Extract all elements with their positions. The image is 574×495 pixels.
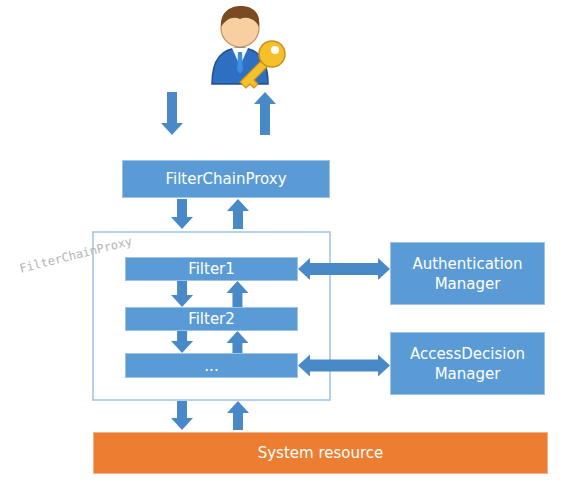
- user-hair: [221, 6, 259, 27]
- request-arrow: [161, 92, 183, 135]
- key-hole: [271, 46, 279, 54]
- box-label: System resource: [258, 443, 384, 463]
- request-arrow: [171, 199, 193, 229]
- filter-box: Filter2: [125, 307, 298, 331]
- filter-chain-frame: [93, 232, 330, 400]
- manager-box: Authentication Manager: [390, 242, 545, 305]
- response-arrow: [254, 92, 276, 135]
- box-label: FilterChainProxy: [165, 169, 286, 189]
- double-arrow: [310, 360, 378, 372]
- flow-arrow: [177, 331, 187, 341]
- manager-box: AccessDecision Manager: [390, 332, 545, 395]
- flow-arrow: [232, 343, 242, 353]
- proxy-box: FilterChainProxy: [122, 160, 330, 198]
- box-label: ...: [204, 356, 218, 376]
- filter-box: Filter1: [125, 257, 298, 281]
- resource-band: System resource: [93, 432, 548, 474]
- filter-box: ...: [125, 353, 298, 378]
- key-symbol: [240, 41, 285, 88]
- flow-arrow: [177, 281, 187, 295]
- request-arrow: [171, 401, 193, 430]
- user-icon: [212, 6, 285, 88]
- box-label: Authentication Manager: [401, 254, 534, 294]
- response-arrow: [227, 199, 249, 229]
- box-label: Filter1: [188, 259, 235, 279]
- double-arrow: [310, 263, 378, 275]
- box-label: AccessDecision Manager: [401, 344, 534, 384]
- user-tie: [237, 52, 243, 74]
- key-head: [259, 41, 285, 67]
- response-arrow: [227, 401, 249, 430]
- box-label: Filter2: [188, 309, 235, 329]
- flow-arrow: [232, 293, 242, 307]
